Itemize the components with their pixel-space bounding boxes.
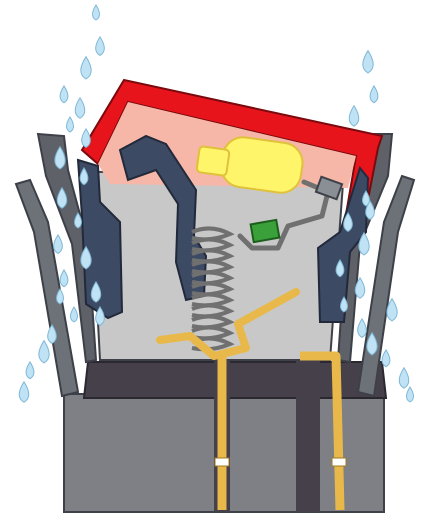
water-drop: [370, 86, 378, 103]
water-drop: [358, 319, 367, 338]
water-drop: [349, 106, 359, 126]
water-drop: [96, 37, 105, 56]
green-contact: [251, 220, 280, 242]
water-drop: [382, 350, 390, 367]
water-drop: [407, 387, 414, 402]
inner-housing: [90, 170, 344, 360]
water-drop: [82, 129, 91, 148]
terminal-slot-right: [296, 360, 320, 512]
water-drop: [60, 86, 68, 103]
water-drop: [71, 307, 78, 322]
water-drop: [399, 368, 409, 388]
water-drop: [26, 362, 34, 379]
water-drop: [54, 235, 63, 254]
water-drop: [93, 5, 100, 20]
water-drop: [60, 270, 68, 287]
terminal-left-band: [215, 458, 229, 466]
terminal-right-band: [332, 458, 346, 466]
water-drop: [67, 117, 74, 132]
water-drop: [81, 57, 91, 79]
water-drop: [39, 341, 49, 363]
water-drop: [363, 51, 373, 73]
water-drop: [75, 98, 85, 118]
water-drop: [19, 382, 29, 402]
